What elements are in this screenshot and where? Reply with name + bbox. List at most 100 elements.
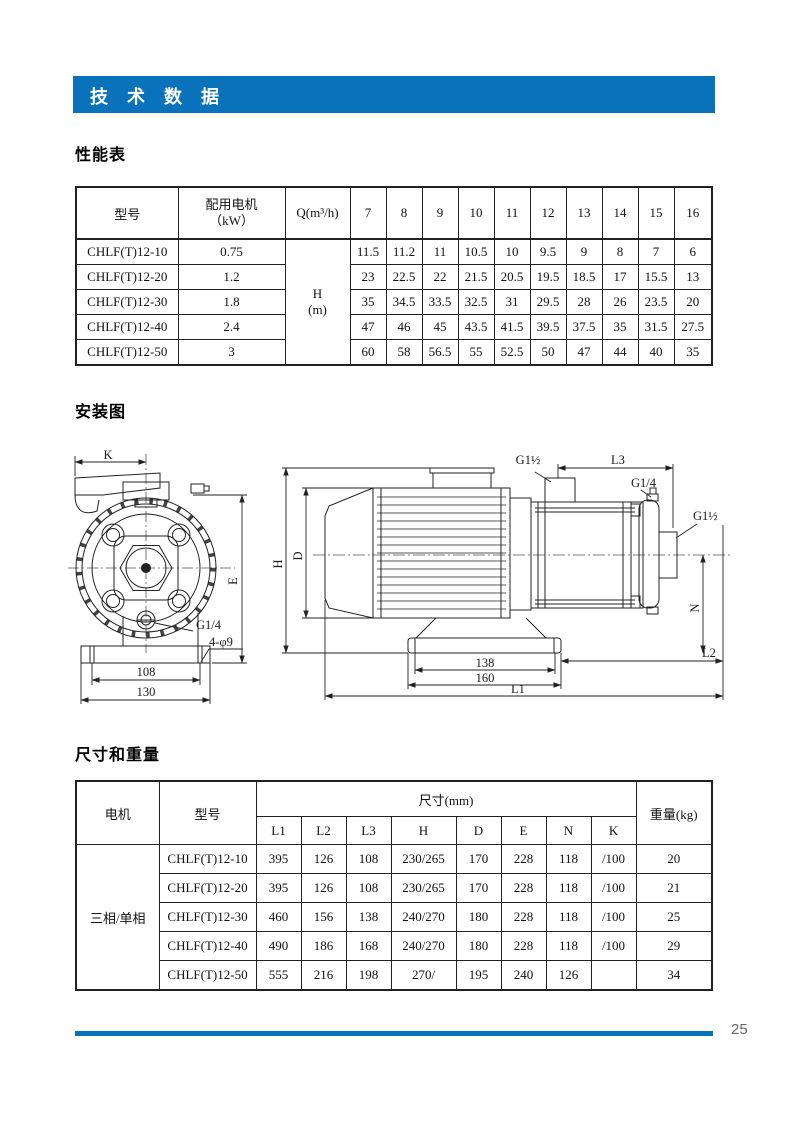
- dim-label-e: E: [226, 577, 240, 585]
- perf-model-cell: CHLF(T)12-40: [75, 314, 179, 340]
- perf-cell: 22: [421, 264, 459, 290]
- perf-cell: 11: [421, 238, 459, 265]
- perf-col-flow: 10: [457, 186, 495, 240]
- perf-cell: 34.5: [385, 289, 423, 315]
- dim-label-130: 130: [137, 685, 156, 699]
- dim-label-k: K: [103, 448, 112, 462]
- dim-cell: 168: [345, 931, 392, 961]
- perf-cell: 8: [601, 238, 639, 265]
- perf-col-flow: 12: [529, 186, 567, 240]
- dim-cell: 156: [300, 902, 347, 932]
- dim-cell: 395: [255, 844, 302, 874]
- perf-cell: 19.5: [529, 264, 567, 290]
- dim-label-n: N: [688, 603, 702, 612]
- perf-col-motor: 配用电机 （kW）: [177, 186, 286, 240]
- perf-cell: 55: [457, 339, 495, 366]
- dim-cell: /100: [590, 844, 637, 874]
- perf-cell: 6: [673, 238, 713, 265]
- perf-cell: 28: [565, 289, 603, 315]
- perf-cell: 33.5: [421, 289, 459, 315]
- dim-weight-cell: 20: [635, 844, 713, 874]
- dim-cell: [590, 960, 637, 991]
- perf-cell: 52.5: [493, 339, 531, 366]
- dim-model-cell: CHLF(T)12-40: [158, 931, 257, 961]
- perf-col-flow: 14: [601, 186, 639, 240]
- perf-cell: 9.5: [529, 238, 567, 265]
- perf-cell: 32.5: [457, 289, 495, 315]
- dim-cell: 180: [455, 902, 502, 932]
- perf-cell: 29.5: [529, 289, 567, 315]
- dim-cell: 170: [455, 873, 502, 903]
- perf-cell: 11.2: [385, 238, 423, 265]
- perf-cell: 35: [601, 314, 639, 340]
- performance-table: 型号 配用电机 （kW） Q(m³/h) 7 8 9 10 11 12 13 1…: [75, 186, 713, 366]
- dim-col-weight: 重量(kg): [635, 780, 713, 845]
- perf-cell: 11.5: [349, 238, 387, 265]
- perf-cell: 50: [529, 339, 567, 366]
- pump-front-outline: [68, 454, 235, 664]
- dim-cell: 240: [500, 960, 547, 991]
- dim-label-138: 138: [476, 656, 495, 670]
- perf-cell: 39.5: [529, 314, 567, 340]
- perf-model-cell: CHLF(T)12-10: [75, 238, 179, 265]
- dim-cell: 270/: [390, 960, 457, 991]
- dim-size-col: L1: [255, 816, 302, 845]
- perf-cell: 60: [349, 339, 387, 366]
- perf-cell: 17: [601, 264, 639, 290]
- dim-cell: 395: [255, 873, 302, 903]
- dim-cell: 170: [455, 844, 502, 874]
- perf-cell: 37.5: [565, 314, 603, 340]
- dim-size-col: H: [390, 816, 457, 845]
- dim-weight-cell: 29: [635, 931, 713, 961]
- section-title-bar: 技 术 数 据: [73, 76, 715, 113]
- perf-power-cell: 3: [177, 339, 286, 366]
- port-label-g112-top: G1½: [516, 453, 541, 467]
- perf-cell: 31.5: [637, 314, 675, 340]
- perf-cell: 40: [637, 339, 675, 366]
- perf-cell: 58: [385, 339, 423, 366]
- dim-cell: /100: [590, 902, 637, 932]
- perf-cell: 20.5: [493, 264, 531, 290]
- plug-label-g14: G1/4: [631, 476, 657, 490]
- perf-model-cell: CHLF(T)12-30: [75, 289, 179, 315]
- dim-cell: 108: [345, 844, 392, 874]
- perf-col-flow: 16: [673, 186, 713, 240]
- perf-power-cell: 0.75: [177, 238, 286, 265]
- dim-cell: 195: [455, 960, 502, 991]
- performance-heading: 性能表: [75, 147, 127, 164]
- dim-cell: 118: [545, 844, 592, 874]
- dim-cell: 230/265: [390, 873, 457, 903]
- footer-rule: [75, 1031, 713, 1036]
- dim-cell: 555: [255, 960, 302, 991]
- perf-head-unit-cell: H (m): [284, 238, 351, 366]
- dim-label-d: D: [291, 551, 305, 560]
- dimensions-heading: 尺寸和重量: [75, 747, 161, 764]
- dimensions-table: 电机 型号 尺寸(mm) 重量(kg) L1 L2 L3 H D E N K 三…: [75, 780, 713, 991]
- dim-model-cell: CHLF(T)12-30: [158, 902, 257, 932]
- page-number: 25: [731, 1021, 748, 1038]
- dim-size-col: L3: [345, 816, 392, 845]
- perf-col-motor-line2: （kW）: [209, 213, 254, 228]
- dim-cell: 180: [455, 931, 502, 961]
- perf-cell: 23: [349, 264, 387, 290]
- perf-cell: 35: [349, 289, 387, 315]
- front-view-drawing: K E G1/4 4-φ9 108 130: [68, 448, 247, 704]
- perf-cell: 35: [673, 339, 713, 366]
- dim-size-col: E: [500, 816, 547, 845]
- dim-col-model: 型号: [158, 780, 257, 845]
- dim-cell: 118: [545, 931, 592, 961]
- perf-cell: 7: [637, 238, 675, 265]
- dim-cell: 118: [545, 873, 592, 903]
- dim-weight-cell: 21: [635, 873, 713, 903]
- perf-model-cell: CHLF(T)12-50: [75, 339, 179, 366]
- dim-cell: 126: [300, 844, 347, 874]
- perf-col-flow: 11: [493, 186, 531, 240]
- dim-model-cell: CHLF(T)12-10: [158, 844, 257, 874]
- dim-label-l3: L3: [611, 453, 625, 467]
- perf-cell: 31: [493, 289, 531, 315]
- perf-cell: 10.5: [457, 238, 495, 265]
- perf-col-flow: 9: [421, 186, 459, 240]
- dim-weight-cell: 34: [635, 960, 713, 991]
- perf-power-cell: 1.8: [177, 289, 286, 315]
- perf-cell: 15.5: [637, 264, 675, 290]
